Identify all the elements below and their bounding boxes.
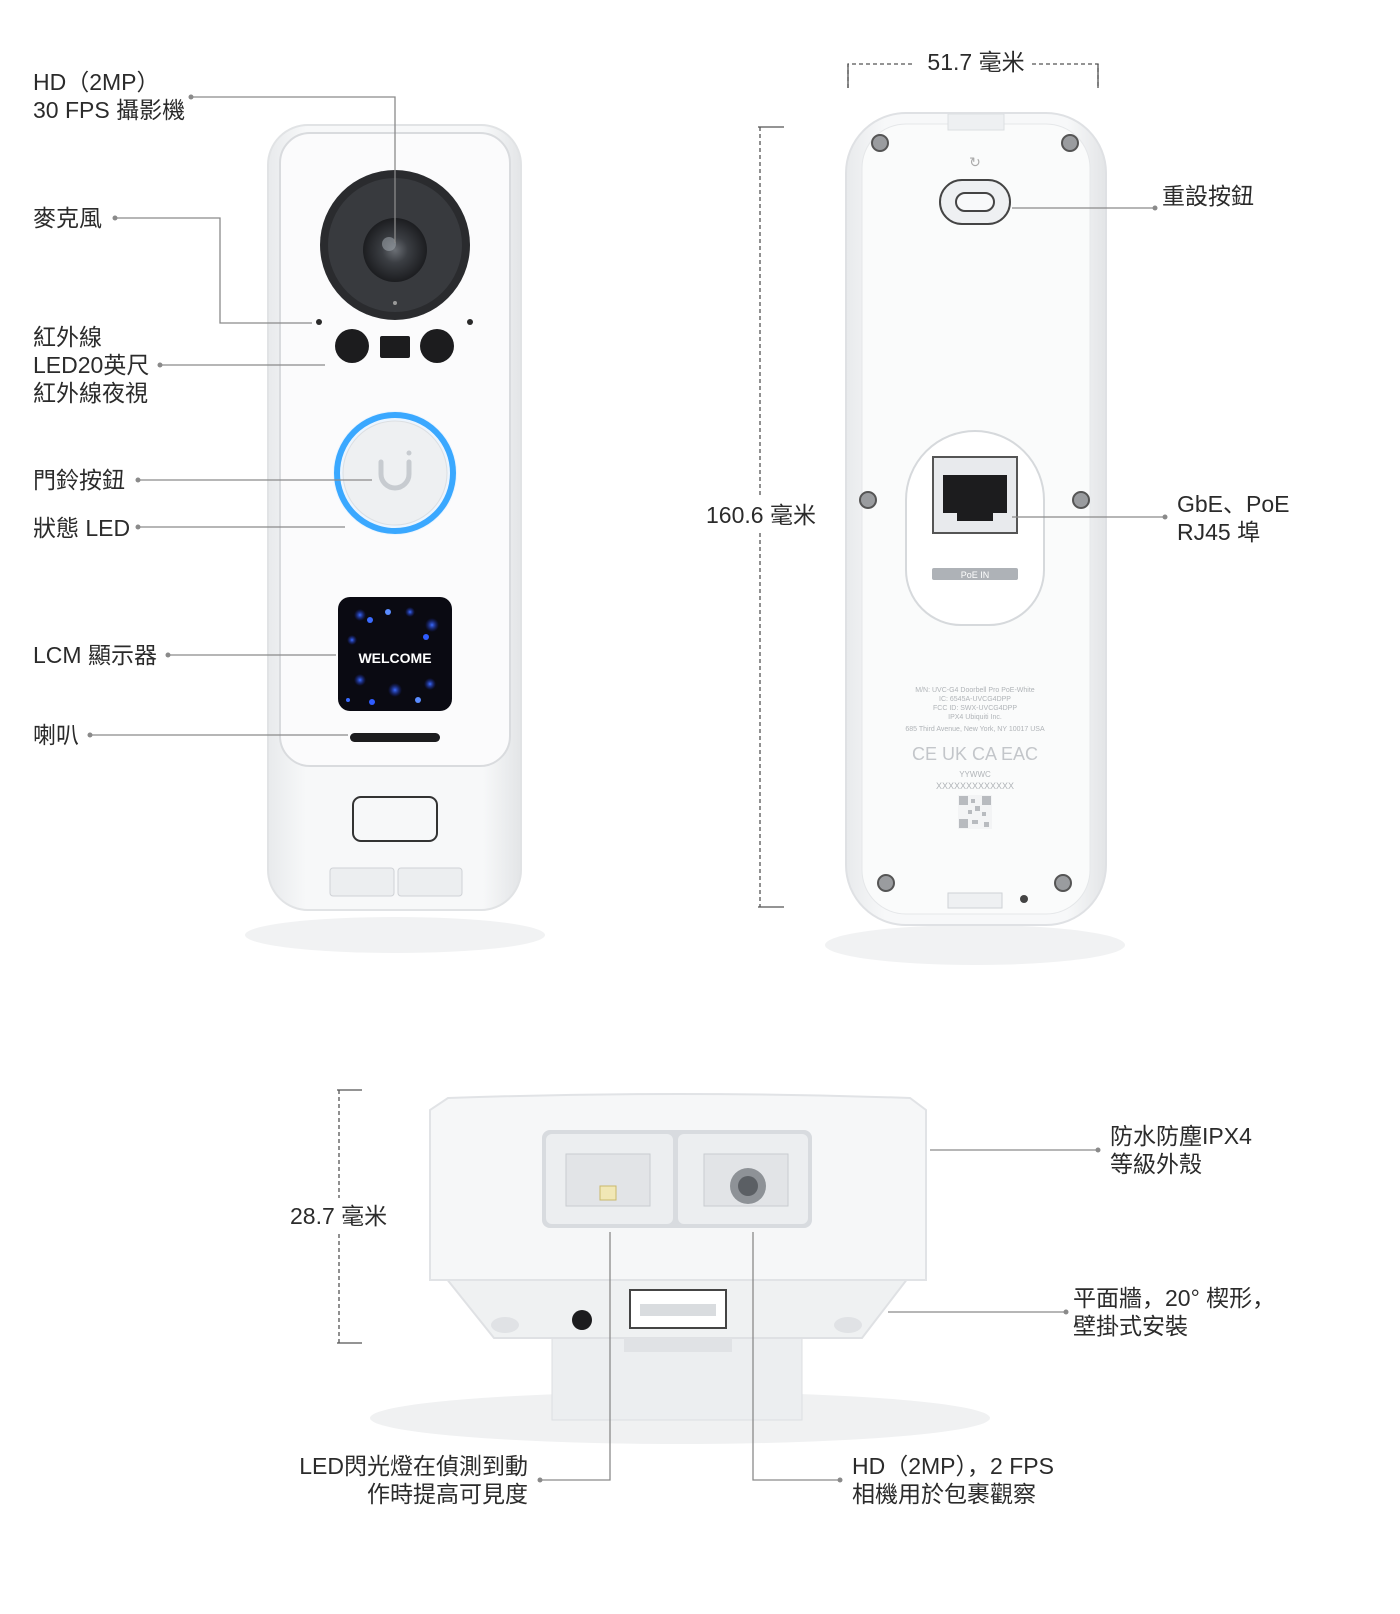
waterproof-label-line2: 等級外殼 bbox=[1110, 1151, 1202, 1177]
lens-highlight bbox=[382, 237, 396, 251]
reg-line-2: IC: 6545A-UVCG4DPP bbox=[939, 696, 1011, 703]
flash-label-line1: LED閃光燈在偵測到動 bbox=[299, 1453, 528, 1479]
back-view: ↻ PoE IN M/N: UVC-G4 Doorbell Pro PoE-Wh… bbox=[825, 112, 1125, 965]
reg-line-5: 685 Third Avenue, New York, NY 10017 USA bbox=[905, 726, 1045, 733]
mount-label-line2: 壁掛式安裝 bbox=[1073, 1313, 1188, 1339]
reg-line-3: FCC ID: SWX-UVCG4DPP bbox=[933, 705, 1017, 712]
qr-code-icon bbox=[958, 795, 992, 829]
certification-marks-icon: CE UK CA EAC bbox=[912, 744, 1038, 764]
rj45-port-icon[interactable] bbox=[943, 475, 1007, 521]
date-code: YYWWC bbox=[959, 770, 991, 779]
poe-in-text: PoE IN bbox=[961, 570, 990, 580]
speaker-label: 喇叭 bbox=[33, 722, 79, 748]
port-label: GbE、PoE RJ45 埠 bbox=[1177, 490, 1290, 546]
back-top-notch bbox=[947, 113, 1005, 131]
ir-sensor-center bbox=[380, 336, 410, 358]
speaker-grille bbox=[350, 733, 440, 742]
callout-dots bbox=[87, 94, 1168, 1483]
mount-label-line1: 平面牆，20° 楔形， bbox=[1073, 1285, 1276, 1311]
lcm-display-label: LCM 顯示器 bbox=[33, 642, 157, 668]
screen-welcome-text: WELCOME bbox=[358, 650, 431, 666]
package-camera-label-line1: HD（2MP），2 FPS bbox=[852, 1453, 1054, 1479]
microphone-label: 麥克風 bbox=[33, 205, 102, 231]
package-camera-label-line2: 相機用於包裹觀察 bbox=[852, 1481, 1036, 1507]
camera-label: HD（2MP） 30 FPS 攝影機 bbox=[33, 68, 185, 124]
microphone-hole bbox=[316, 319, 322, 325]
release-button[interactable] bbox=[352, 796, 438, 842]
camera-indicator-dot bbox=[393, 301, 397, 305]
front-floor-shadow bbox=[245, 917, 545, 953]
reg-line-4: IPX4 Ubiquiti Inc. bbox=[948, 714, 1002, 721]
back-bottom-notch bbox=[947, 892, 1003, 909]
dimension-lines bbox=[337, 63, 1099, 1344]
flash-label-line2: 作時提高可見度 bbox=[367, 1481, 528, 1507]
regulatory-block: M/N: UVC-G4 Doorbell Pro PoE-White IC: 6… bbox=[905, 687, 1045, 733]
serial-number: XXXXXXXXXXXXX bbox=[936, 781, 1014, 791]
latch-base bbox=[624, 1338, 732, 1352]
status-led-label: 狀態 LED bbox=[33, 515, 131, 541]
ir-led-left bbox=[335, 329, 369, 363]
vent-left bbox=[491, 1317, 519, 1333]
bottom-hole bbox=[572, 1310, 592, 1330]
ubiquiti-logo-icon bbox=[378, 459, 412, 491]
mount-label: 平面牆，20° 楔形， 壁掛式安裝 bbox=[1073, 1284, 1275, 1340]
lcm-screen bbox=[338, 597, 452, 711]
camera-lens-icon bbox=[363, 218, 427, 282]
callout-lines bbox=[90, 96, 1165, 1481]
port-label-line1: GbE、PoE bbox=[1177, 491, 1290, 517]
width-dimension-label: 51.7 毫米 bbox=[927, 49, 1025, 75]
reset-button-label: 重設按鈕 bbox=[1162, 183, 1254, 209]
waterproof-label-line1: 防水防塵IPX4 bbox=[1110, 1123, 1252, 1149]
flash-label: LED閃光燈在偵測到動 作時提高可見度 bbox=[276, 1452, 528, 1508]
status-led-ring bbox=[334, 412, 456, 534]
reset-arrow-icon: ↻ bbox=[969, 154, 981, 170]
front-bottom-window-left bbox=[329, 867, 395, 897]
depth-dimension-label: 28.7 毫米 bbox=[290, 1203, 388, 1229]
infrared-label-line1: 紅外線 bbox=[33, 324, 102, 350]
screws bbox=[859, 134, 1090, 892]
screen-sparkles bbox=[346, 607, 439, 705]
camera-label-line2: 30 FPS 攝影機 bbox=[33, 97, 186, 123]
package-camera-label: HD（2MP），2 FPS 相機用於包裹觀察 bbox=[852, 1452, 1054, 1508]
microphone-hole-right bbox=[467, 319, 473, 325]
latch-slot bbox=[640, 1304, 716, 1316]
infrared-label-line2: LED20英尺 bbox=[33, 352, 150, 378]
ir-led-right bbox=[420, 329, 454, 363]
led-flash-icon bbox=[599, 1185, 617, 1201]
logo-dot bbox=[406, 450, 412, 456]
doorbell-button[interactable] bbox=[342, 420, 448, 526]
back-floor-shadow bbox=[825, 925, 1125, 965]
poe-in-tag bbox=[932, 568, 1018, 580]
vent-right bbox=[834, 1317, 862, 1333]
bottom-view bbox=[370, 1093, 990, 1444]
front-view: WELCOME bbox=[245, 124, 545, 953]
package-camera-inner bbox=[738, 1176, 758, 1196]
reset-button[interactable] bbox=[955, 192, 995, 212]
doorbell-button-label: 門鈴按鈕 bbox=[33, 467, 125, 493]
front-bottom-window-right bbox=[397, 867, 463, 897]
reg-line-1: M/N: UVC-G4 Doorbell Pro PoE-White bbox=[915, 687, 1035, 694]
infrared-label-line3: 紅外線夜視 bbox=[33, 380, 148, 406]
infrared-label: 紅外線 LED20英尺 紅外線夜視 bbox=[33, 323, 149, 407]
camera-label-line1: HD（2MP） bbox=[33, 69, 160, 95]
back-bottom-hole bbox=[1020, 895, 1028, 903]
height-dimension-label: 160.6 毫米 bbox=[706, 502, 816, 528]
port-label-line2: RJ45 埠 bbox=[1177, 519, 1261, 545]
waterproof-label: 防水防塵IPX4 等級外殼 bbox=[1110, 1122, 1252, 1178]
